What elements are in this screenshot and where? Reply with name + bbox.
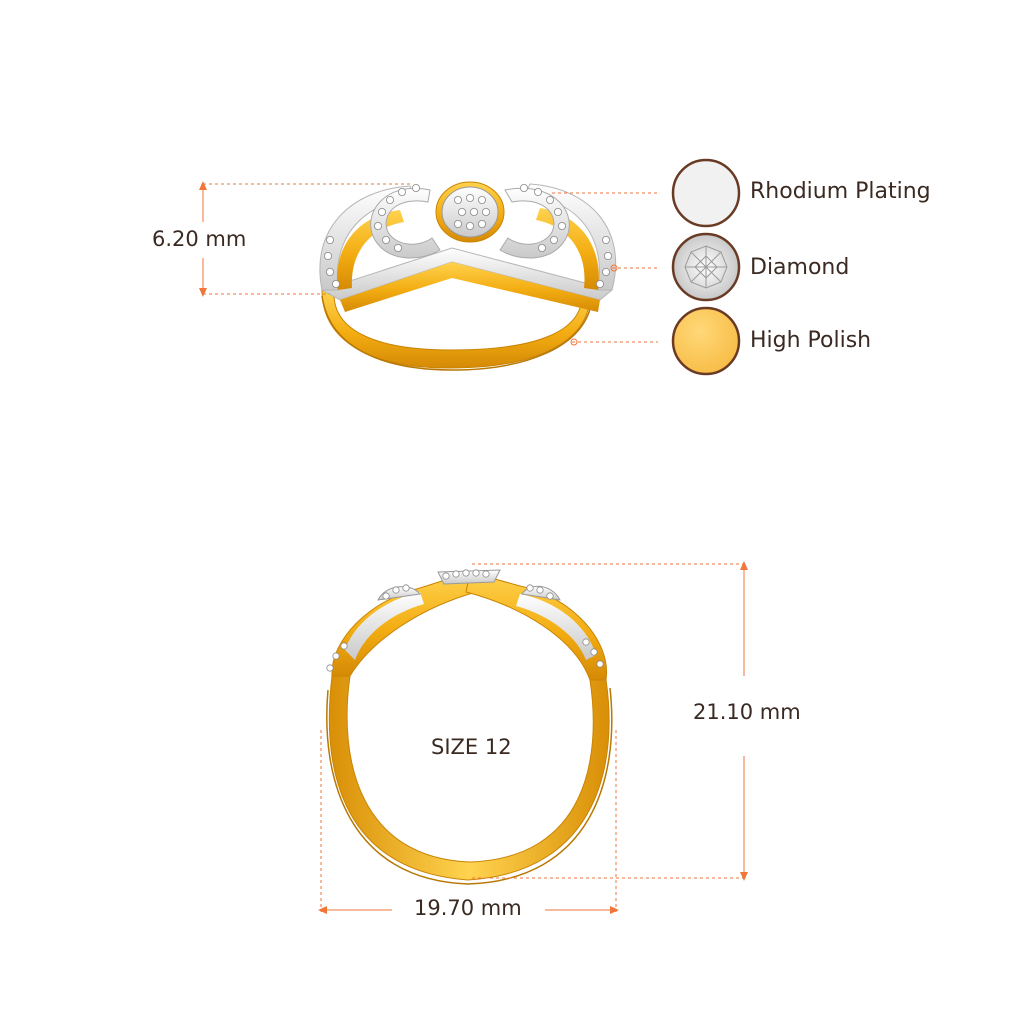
diamond-stone [332,652,340,660]
diamond-stone [452,570,460,578]
arrow-top-down [199,288,207,297]
diamond-stone [546,592,554,600]
diamond-stone [331,279,340,288]
diamond-stone [402,584,410,592]
diamond-stone [325,235,334,244]
diamond-stone [558,221,567,230]
legend-label-high-polish: High Polish [750,328,872,353]
diamond-stone [411,183,420,192]
diamond-stone [393,243,402,252]
diamond-stone [596,279,605,288]
diamond-stone [442,572,450,580]
diamond-stone [538,243,547,252]
diamond-stone [526,584,534,592]
side-height-label: 21.10 mm [693,700,801,724]
ring-side-view [326,569,613,885]
diamond-stone [453,195,462,204]
diamond-stone [465,221,474,230]
diamond-stone [385,195,394,204]
diamond-stone [457,207,466,216]
diamond-stone [381,235,390,244]
diamond-stone [477,219,486,228]
diamond-stone [397,187,406,196]
gold-swatch-icon [671,306,741,376]
diamond-stone [602,235,611,244]
arrow-width-right [610,906,619,914]
diamond-stone [604,251,613,260]
diamond-stone [582,638,590,646]
arrow-width-left [318,906,327,914]
dimension-lines [202,183,745,912]
rhodium-swatch-icon [671,158,741,228]
diamond-stone [377,207,386,216]
diamond-stone [325,267,334,276]
top-height-label: 6.20 mm [152,227,247,251]
diamond-stone [465,193,474,202]
diamond-swatch-icon [671,232,741,302]
diamond-stone [596,660,604,668]
leader-diamond-dot [610,264,618,272]
leader-gold-dot [570,338,578,346]
legend-label-rhodium: Rhodium Plating [750,179,931,204]
diamond-stone [520,183,529,192]
diamond-stone [590,648,598,656]
dimension-arrowheads [199,181,748,914]
diamond-stone [554,207,563,216]
legend-swatches [671,158,741,376]
diamond-stone [340,642,348,650]
arrow-top-up [199,181,207,190]
diamond-stone [373,221,382,230]
side-width-label: 19.70 mm [414,896,522,920]
diamond-stone [546,195,555,204]
diamond-stone [536,586,544,594]
diamond-stone [482,570,490,578]
ring-top-view [319,181,617,371]
diamond-stone [469,207,478,216]
diamond-stone [602,267,611,276]
arrow-side-up [740,561,748,570]
diamond-stone [392,586,400,594]
diamond-stone [453,219,462,228]
diamond-stone [326,664,334,672]
diamond-stone [481,207,490,216]
arrow-side-down [740,872,748,881]
diamond-stone [323,251,332,260]
diamond-stone [534,187,543,196]
diamond-stone [472,569,480,577]
diamond-stone [477,195,486,204]
diamond-stone [462,569,470,577]
diamond-stone [382,592,390,600]
ring-size-label: SIZE 12 [431,735,512,759]
legend-label-diamond: Diamond [750,255,850,280]
diamond-stone [550,235,559,244]
